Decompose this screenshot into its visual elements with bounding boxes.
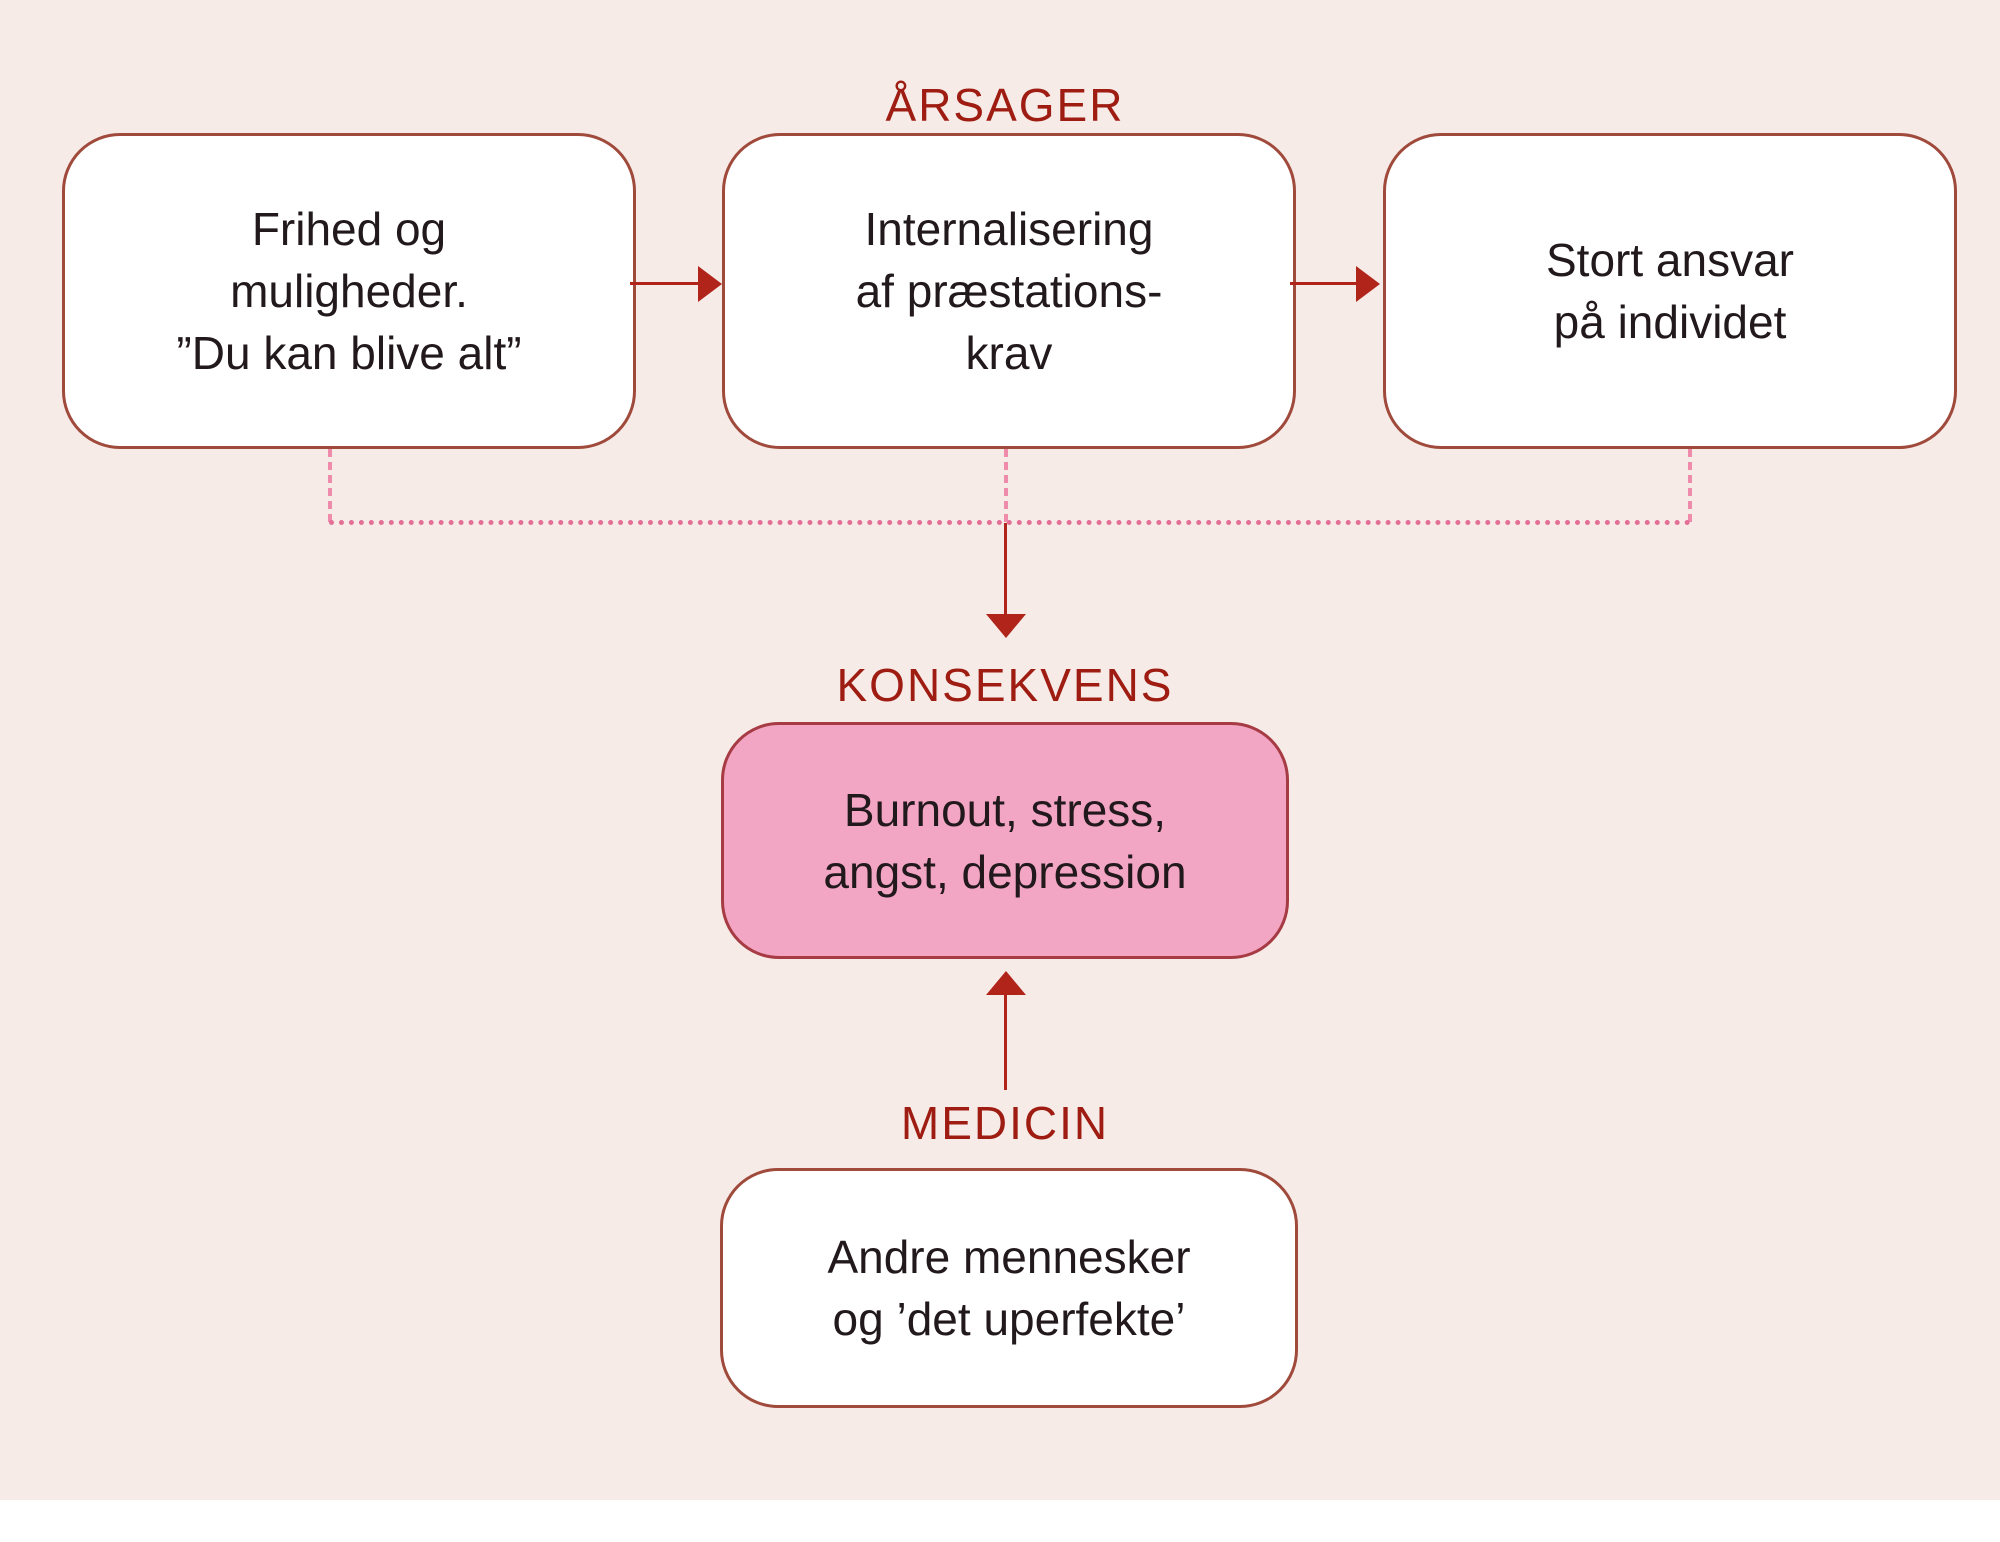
causes-section-label: ÅRSAGER	[885, 79, 1125, 131]
text-line: krav	[965, 327, 1053, 379]
arrowhead-icon	[986, 971, 1026, 995]
cause-box-freedom: Frihed og muligheder. ”Du kan blive alt”	[62, 133, 636, 449]
cause-box-freedom-text: Frihed og muligheder. ”Du kan blive alt”	[176, 198, 521, 384]
text-line: muligheder.	[230, 265, 468, 317]
dashed-connector-cause3	[1688, 449, 1692, 522]
cause-box-internalisation: Internalisering af præstations- krav	[722, 133, 1296, 449]
dotted-collector-line	[329, 520, 1691, 525]
text-line: ”Du kan blive alt”	[176, 327, 522, 379]
arrowhead-icon	[986, 614, 1026, 638]
text-line: Andre mennesker	[827, 1231, 1191, 1283]
footer-white-strip	[0, 1500, 2000, 1542]
cause-box-responsibility: Stort ansvar på individet	[1383, 133, 1957, 449]
dashed-connector-cause1	[328, 449, 332, 522]
arrow-line-cause2-to-cause3	[1290, 282, 1360, 285]
consequence-box-burnout-text: Burnout, stress, angst, depression	[823, 779, 1186, 903]
text-line: og ’det uperfekte’	[832, 1293, 1186, 1345]
text-line: Frihed og	[251, 203, 447, 255]
cause-box-responsibility-text: Stort ansvar på individet	[1546, 229, 1794, 353]
dashed-connector-cause2	[1004, 449, 1008, 522]
text-line: af præstations-	[855, 265, 1163, 317]
medicine-box-other-people-text: Andre mennesker og ’det uperfekte’	[827, 1226, 1190, 1350]
arrowhead-icon	[698, 266, 722, 302]
text-line: Internalisering	[864, 203, 1154, 255]
arrowhead-icon	[1356, 266, 1380, 302]
arrow-line-cause1-to-cause2	[630, 282, 702, 285]
consequence-box-burnout: Burnout, stress, angst, depression	[721, 722, 1289, 959]
text-line: Burnout, stress,	[843, 783, 1167, 836]
consequence-section-label: KONSEKVENS	[836, 659, 1174, 711]
cause-box-internalisation-text: Internalisering af præstations- krav	[856, 198, 1163, 384]
medicine-section-label: MEDICIN	[900, 1097, 1110, 1149]
arrow-line-medicine-to-consequence	[1004, 995, 1007, 1090]
text-line: på individet	[1553, 296, 1787, 348]
medicine-box-other-people: Andre mennesker og ’det uperfekte’	[720, 1168, 1298, 1408]
text-line: Stort ansvar	[1546, 234, 1794, 286]
arrow-line-to-consequence	[1004, 523, 1007, 616]
text-line: angst, depression	[823, 845, 1187, 898]
